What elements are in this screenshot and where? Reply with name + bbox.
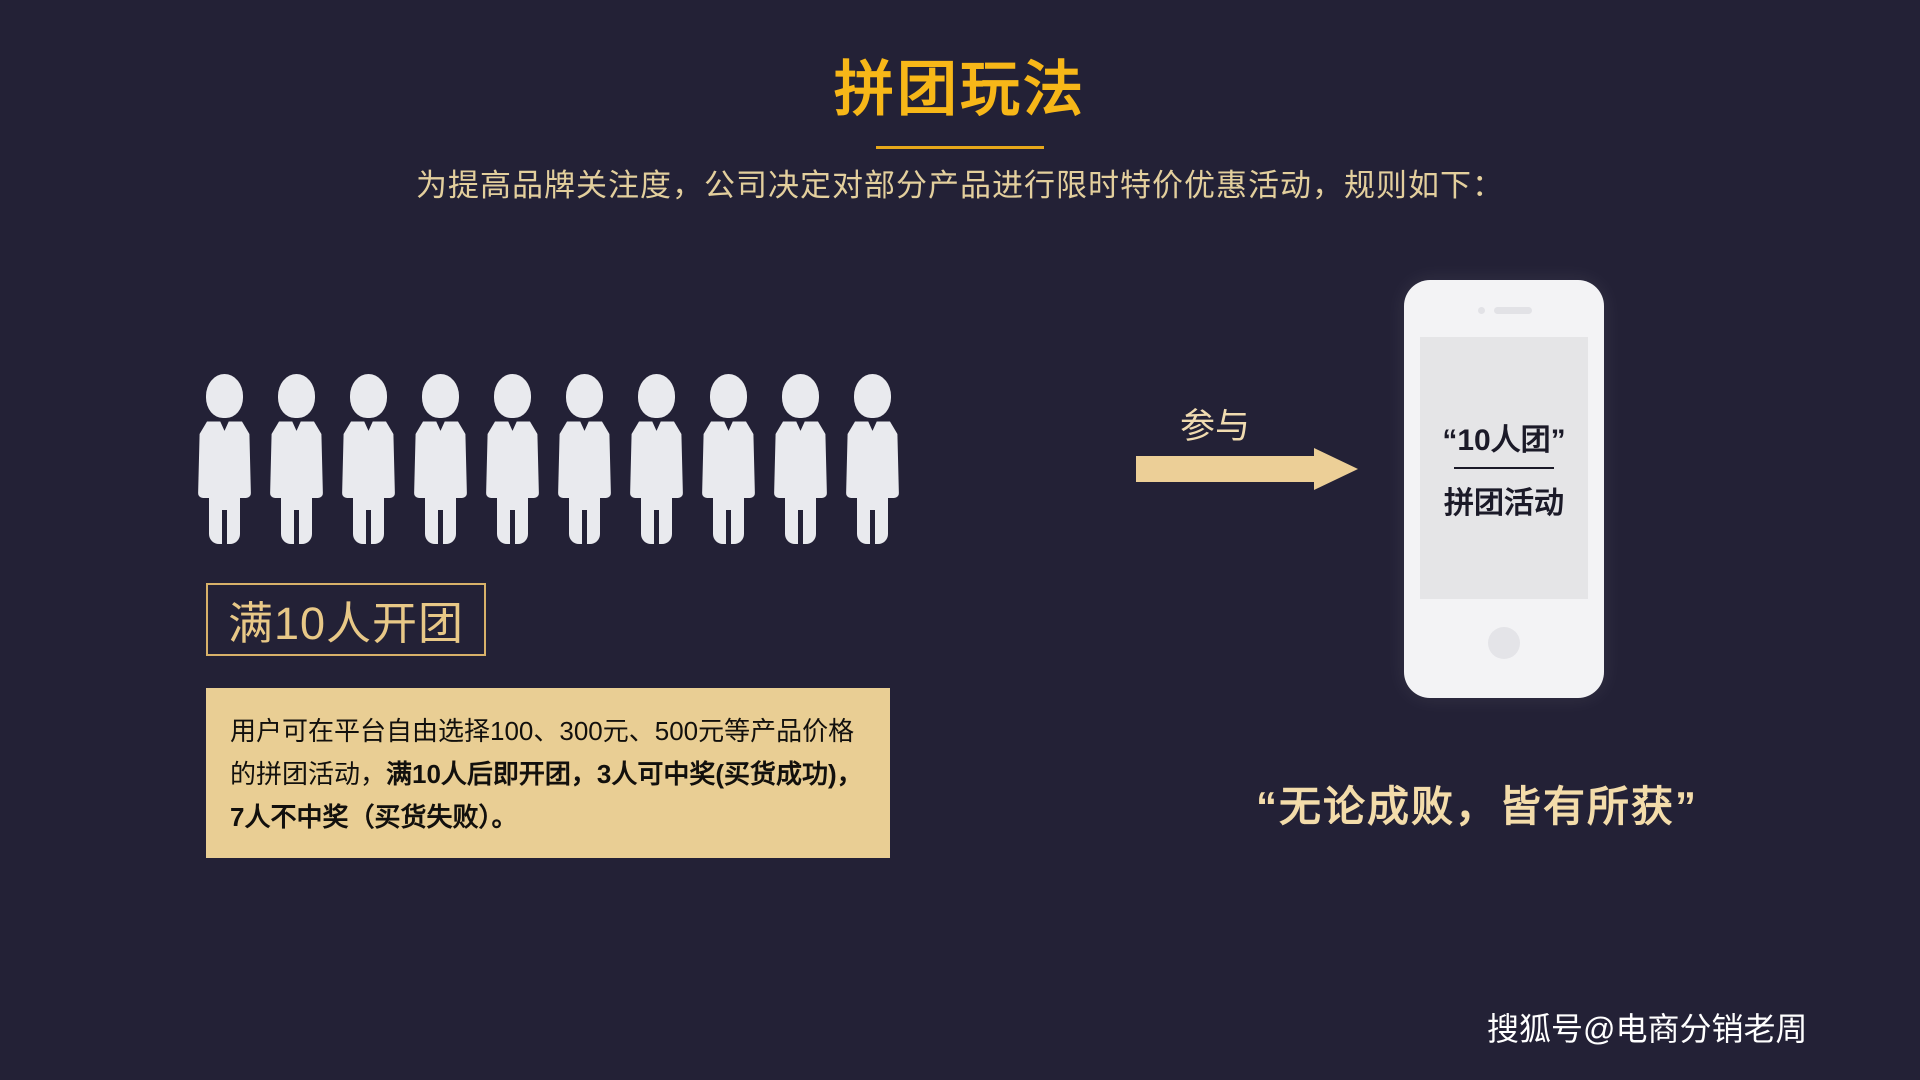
person-body: [702, 421, 755, 498]
person-icon: [774, 374, 827, 544]
rules-text-normal: 用户可在平台自由选择100、300元、500元等产品价格的拼团活动，: [230, 716, 855, 789]
person-leg-gap: [726, 510, 731, 544]
right-arrow-icon: [1136, 448, 1358, 490]
rules-text-bold: 满10人后即开团，3人可中奖(买货成功)，7人不中奖（买货失败）。: [230, 759, 863, 832]
person-head: [206, 374, 243, 418]
person-leg-gap: [870, 510, 875, 544]
person-head: [422, 374, 459, 418]
rules-description-text: 用户可在平台自由选择100、300元、500元等产品价格的拼团活动，满10人后即…: [230, 710, 866, 839]
person-body: [414, 421, 467, 498]
phone-speaker-icon: [1494, 307, 1532, 314]
arrow-label: 参与: [1180, 407, 1251, 446]
phone-screen-divider: [1454, 466, 1554, 469]
person-leg-gap: [366, 510, 371, 544]
person-icon: [486, 374, 539, 544]
person-head: [278, 374, 315, 418]
person-icon: [702, 374, 755, 544]
person-leg-gap: [222, 510, 227, 544]
title-underline-rule: [876, 146, 1044, 149]
person-leg-gap: [798, 510, 803, 544]
group-threshold-label: 满10人开团: [227, 598, 465, 649]
person-body: [558, 421, 611, 498]
phone-screen-title: “10人团”: [1442, 423, 1566, 457]
rules-description-box: 用户可在平台自由选择100、300元、500元等产品价格的拼团活动，满10人后即…: [206, 688, 890, 858]
page-title: 拼团玩法: [834, 56, 1086, 123]
closing-quote: “无论成败，皆有所获”: [1256, 783, 1699, 830]
person-body: [342, 421, 395, 498]
group-threshold-badge: 满10人开团: [206, 583, 486, 656]
person-head: [566, 374, 603, 418]
phone-home-button[interactable]: [1488, 627, 1520, 659]
person-icon: [342, 374, 395, 544]
people-group: [198, 374, 899, 544]
person-body: [846, 421, 899, 498]
person-head: [494, 374, 531, 418]
person-icon: [630, 374, 683, 544]
person-head: [782, 374, 819, 418]
person-body: [774, 421, 827, 498]
person-leg-gap: [438, 510, 443, 544]
person-leg-gap: [582, 510, 587, 544]
person-body: [270, 421, 323, 498]
person-icon: [558, 374, 611, 544]
person-leg-gap: [294, 510, 299, 544]
page-subtitle: 为提高品牌关注度，公司决定对部分产品进行限时特价优惠活动，规则如下：: [416, 168, 1504, 203]
person-head: [710, 374, 747, 418]
person-icon: [846, 374, 899, 544]
watermark: 搜狐号@电商分销老周: [1487, 1011, 1808, 1047]
person-icon: [414, 374, 467, 544]
phone-screen-subtitle: 拼团活动: [1444, 486, 1564, 520]
person-head: [854, 374, 891, 418]
phone-screen: “10人团” 拼团活动: [1420, 337, 1588, 599]
phone-camera-icon: [1478, 307, 1485, 314]
person-leg-gap: [510, 510, 515, 544]
person-body: [630, 421, 683, 498]
person-body: [486, 421, 539, 498]
person-icon: [270, 374, 323, 544]
phone-mockup: “10人团” 拼团活动: [1404, 280, 1604, 698]
person-leg-gap: [654, 510, 659, 544]
person-head: [350, 374, 387, 418]
person-icon: [198, 374, 251, 544]
person-body: [198, 421, 251, 498]
person-head: [638, 374, 675, 418]
